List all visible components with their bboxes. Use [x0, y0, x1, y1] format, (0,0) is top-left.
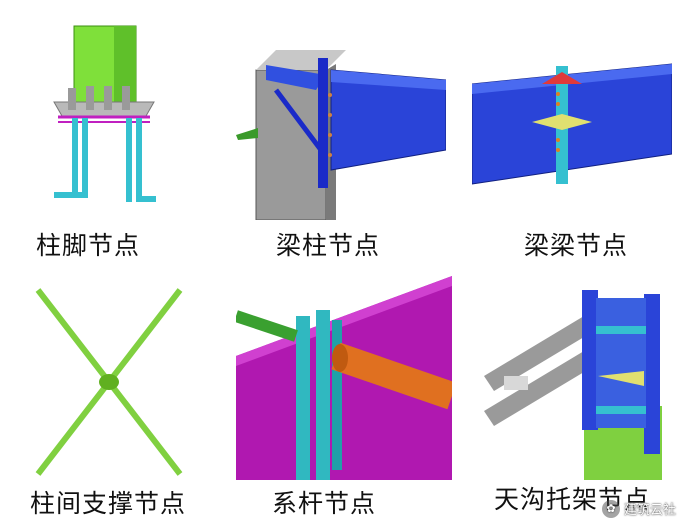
column-base-joint-image [24, 24, 174, 214]
column-bracing-caption: 柱间支撑节点 [30, 489, 187, 518]
tie-rod-caption: 系杆节点 [272, 489, 377, 518]
gutter-bracket-joint-image [484, 276, 672, 480]
beam-column-joint-image [236, 30, 446, 220]
beam-beam-joint-image [472, 44, 672, 194]
watermark: ✿ 建筑云社 [601, 499, 676, 518]
watermark-text: 建筑云社 [623, 503, 676, 518]
column-bracing-joint-image [24, 284, 194, 480]
wechat-icon: ✿ [601, 499, 620, 518]
beam-column-caption: 梁柱节点 [276, 231, 381, 260]
column-base-caption: 柱脚节点 [36, 231, 141, 260]
gutter-bracket-caption: 天沟托架节点 [494, 485, 651, 514]
beam-beam-caption: 梁梁节点 [524, 231, 629, 260]
tie-rod-joint-image [236, 276, 452, 480]
